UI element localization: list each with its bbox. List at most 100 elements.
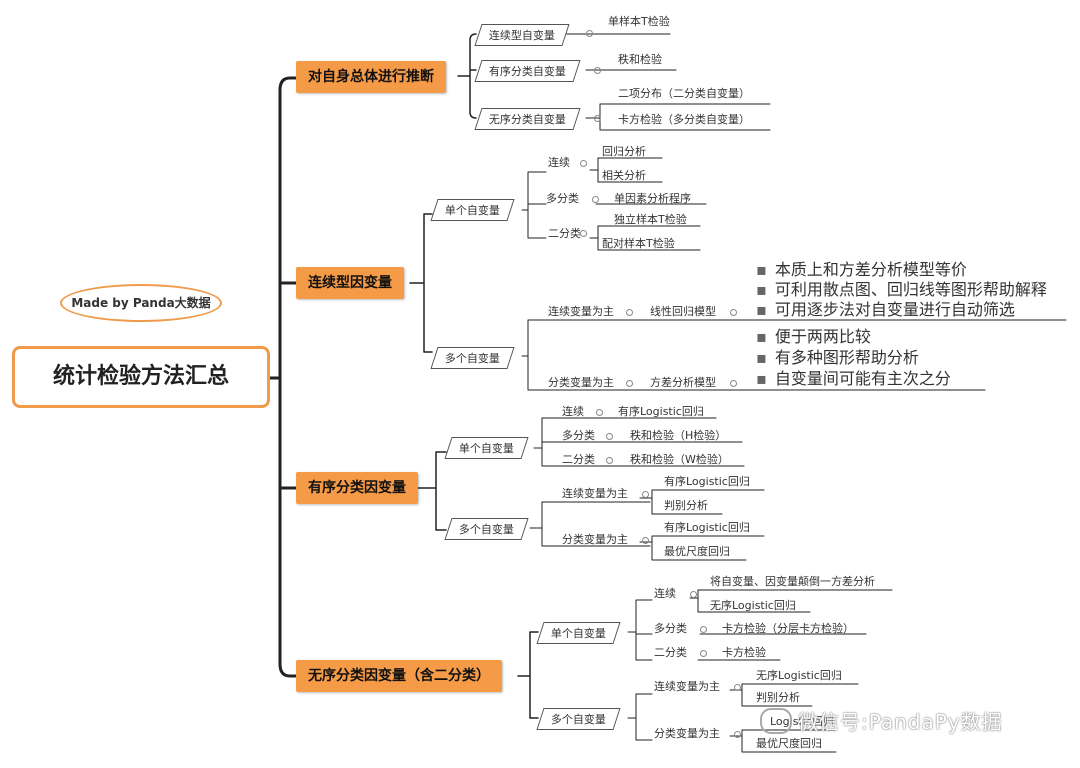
note-text: 有多种图形帮助分析 — [774, 348, 919, 367]
collapse-icon[interactable] — [730, 309, 737, 316]
node-label: 单个自变量 — [459, 441, 514, 455]
note-item: ▪ 自变量间可能有主次之分 — [756, 368, 951, 390]
method-w-test[interactable]: 秩和检验（W检验） — [630, 453, 729, 466]
node-multi-iv[interactable]: 多个自变量 — [536, 708, 621, 730]
method-one-sample-t[interactable]: 单样本T检验 — [608, 15, 670, 28]
collapse-icon[interactable] — [626, 309, 633, 316]
group-continuous: 连续 — [654, 587, 676, 600]
watermark-text: 微信号:PandaPy数据 — [798, 710, 1003, 734]
branch-continuous-dv[interactable]: 连续型因变量 — [296, 267, 404, 299]
bullet-icon: ▪ — [756, 369, 767, 388]
collapse-icon[interactable] — [580, 160, 587, 167]
branch-label: 对自身总体进行推断 — [308, 69, 434, 85]
note-item: ▪可用逐步法对自变量进行自动筛选 — [756, 299, 1015, 321]
branch-label: 有序分类因变量 — [308, 480, 406, 496]
bullet-icon: ▪ — [756, 327, 767, 346]
collapse-icon[interactable] — [606, 457, 613, 464]
method-ordinal-logistic[interactable]: 有序Logistic回归 — [618, 405, 704, 418]
author-tag: Made by Panda大数据 — [60, 284, 222, 322]
method-nominal-logistic[interactable]: 无序Logistic回归 — [710, 599, 796, 612]
root-node[interactable]: 统计检验方法汇总 — [12, 346, 270, 408]
node-label: 单个自变量 — [551, 626, 606, 640]
model-anova[interactable]: 方差分析模型 — [650, 376, 716, 389]
method-regression[interactable]: 回归分析 — [602, 145, 646, 158]
collapse-icon[interactable] — [626, 380, 633, 387]
method-binomial[interactable]: 二项分布（二分类自变量） — [618, 87, 750, 100]
node-continuous-iv[interactable]: 连续型自变量 — [474, 24, 570, 46]
node-label: 有序分类自变量 — [489, 64, 566, 78]
group-binary: 二分类 — [654, 646, 687, 659]
collapse-icon[interactable] — [580, 230, 587, 237]
collapse-icon[interactable] — [734, 684, 741, 691]
group-continuous: 连续 — [548, 156, 570, 169]
group-mostly-categorical: 分类变量为主 — [562, 533, 628, 546]
node-label: 单个自变量 — [445, 203, 500, 217]
method-correlation[interactable]: 相关分析 — [602, 169, 646, 182]
branch-ordinal-dv[interactable]: 有序分类因变量 — [296, 472, 418, 504]
branch-nominal-dv[interactable]: 无序分类因变量（含二分类） — [296, 660, 502, 692]
note-item: ▪可利用散点图、回归线等图形帮助解释 — [756, 279, 1047, 301]
collapse-icon[interactable] — [730, 380, 737, 387]
method-ordinal-logistic[interactable]: 有序Logistic回归 — [664, 521, 750, 534]
method-discriminant[interactable]: 判别分析 — [756, 691, 800, 704]
collapse-icon[interactable] — [734, 731, 741, 738]
method-reverse-anova[interactable]: 将自变量、因变量颠倒一方差分析 — [710, 575, 875, 588]
group-mostly-continuous: 连续变量为主 — [548, 305, 614, 318]
node-label: 连续型自变量 — [489, 28, 555, 42]
group-binary: 二分类 — [548, 227, 581, 240]
note-item: ▪ 有多种图形帮助分析 — [756, 347, 919, 369]
note-text: 便于两两比较 — [774, 327, 871, 346]
collapse-icon[interactable] — [700, 650, 707, 657]
group-mostly-categorical: 分类变量为主 — [548, 376, 614, 389]
method-one-way-anova[interactable]: 单因素分析程序 — [614, 192, 691, 205]
node-label: 多个自变量 — [445, 351, 500, 365]
method-h-test[interactable]: 秩和检验（H检验） — [630, 429, 727, 442]
method-nominal-logistic[interactable]: 无序Logistic回归 — [756, 669, 842, 682]
branch-self-inference[interactable]: 对自身总体进行推断 — [296, 61, 446, 93]
node-label: 无序分类自变量 — [489, 112, 566, 126]
collapse-icon[interactable] — [594, 115, 601, 122]
collapse-icon[interactable] — [642, 537, 649, 544]
node-multi-iv[interactable]: 多个自变量 — [430, 347, 515, 369]
node-ordinal-iv[interactable]: 有序分类自变量 — [474, 60, 581, 82]
group-mostly-categorical: 分类变量为主 — [654, 727, 720, 740]
node-single-iv[interactable]: 单个自变量 — [444, 437, 529, 459]
method-chi-square[interactable]: 卡方检验 — [722, 646, 766, 659]
collapse-icon[interactable] — [596, 409, 603, 416]
watermark: 微信号:PandaPy数据 — [760, 706, 1003, 735]
method-independent-t[interactable]: 独立样本T检验 — [614, 213, 687, 226]
method-rank-sum[interactable]: 秩和检验 — [618, 53, 662, 66]
model-linear-regression[interactable]: 线性回归模型 — [650, 305, 716, 318]
bullet-icon: ▪ — [756, 348, 767, 367]
node-multi-iv[interactable]: 多个自变量 — [444, 518, 529, 540]
method-discriminant[interactable]: 判别分析 — [664, 499, 708, 512]
method-optimal-scaling[interactable]: 最优尺度回归 — [756, 737, 822, 750]
method-ordinal-logistic[interactable]: 有序Logistic回归 — [664, 475, 750, 488]
method-chi-square[interactable]: 卡方检验（多分类自变量） — [618, 113, 750, 126]
method-stratified-chi-square[interactable]: 卡方检验（分层卡方检验） — [722, 622, 854, 635]
group-mostly-continuous: 连续变量为主 — [654, 680, 720, 693]
note-text: 可用逐步法对自变量进行自动筛选 — [774, 300, 1015, 319]
bullet-icon: ▪ — [756, 280, 767, 299]
branch-label: 无序分类因变量（含二分类） — [308, 668, 490, 684]
group-multiclass: 多分类 — [654, 622, 687, 635]
note-text: 本质上和方差分析模型等价 — [774, 260, 967, 279]
node-single-iv[interactable]: 单个自变量 — [536, 622, 621, 644]
collapse-icon[interactable] — [592, 196, 599, 203]
note-item: ▪ 便于两两比较 — [756, 326, 871, 348]
collapse-icon[interactable] — [690, 591, 697, 598]
node-label: 多个自变量 — [551, 712, 606, 726]
method-paired-t[interactable]: 配对样本T检验 — [602, 237, 675, 250]
method-optimal-scaling[interactable]: 最优尺度回归 — [664, 545, 730, 558]
collapse-icon[interactable] — [642, 491, 649, 498]
note-text: 自变量间可能有主次之分 — [774, 369, 951, 388]
method-logistic[interactable]: Logistic回归 — [770, 715, 834, 728]
collapse-icon[interactable] — [700, 626, 707, 633]
collapse-icon[interactable] — [594, 67, 601, 74]
collapse-icon[interactable] — [586, 30, 593, 37]
node-single-iv[interactable]: 单个自变量 — [430, 199, 515, 221]
node-nominal-iv[interactable]: 无序分类自变量 — [474, 108, 581, 130]
node-label: 多个自变量 — [459, 522, 514, 536]
collapse-icon[interactable] — [606, 433, 613, 440]
